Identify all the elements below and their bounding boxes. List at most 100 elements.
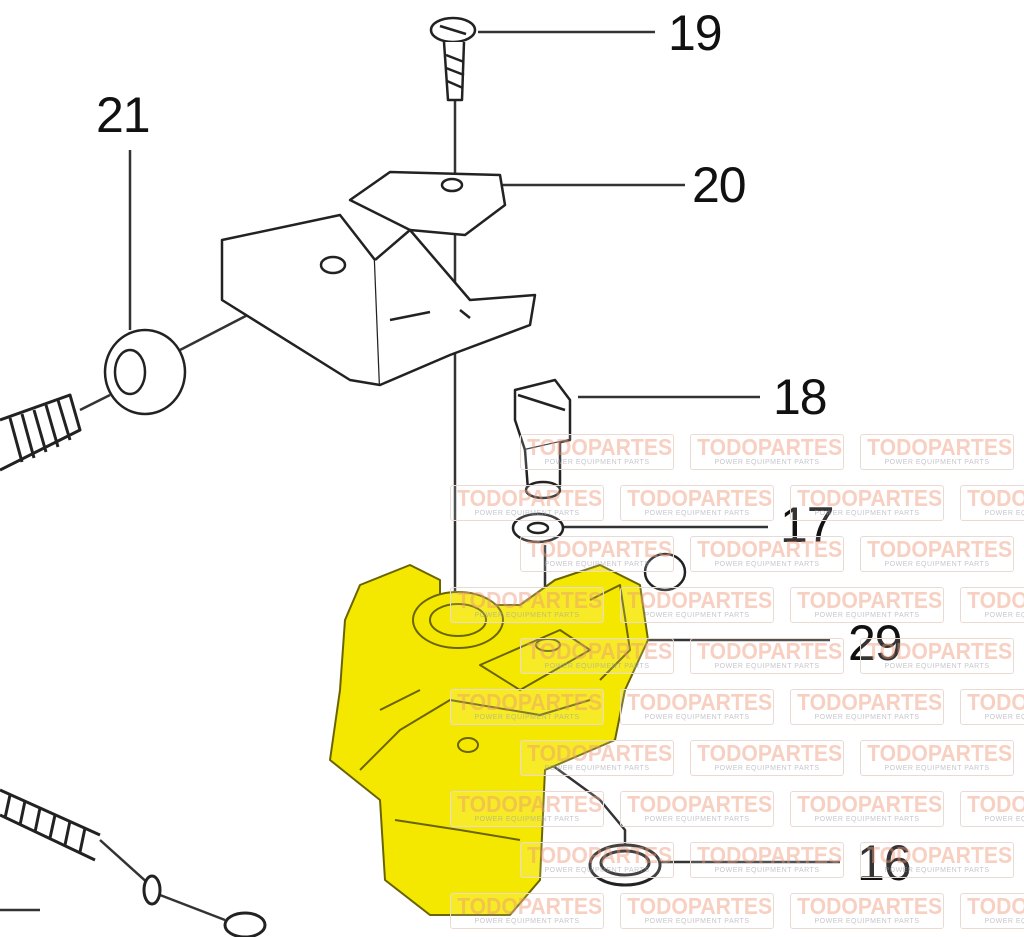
watermark-brand: TODOPARTES <box>797 587 943 613</box>
watermark-brand: TODOPARTES <box>527 740 673 766</box>
watermark-brand: TODOPARTES <box>967 587 1024 613</box>
washer-16 <box>588 843 662 887</box>
watermark-tagline: POWER EQUIPMENT PARTS <box>814 918 920 925</box>
watermark-brand: TODOPARTES <box>527 434 673 460</box>
watermark-tagline: POWER EQUIPMENT PARTS <box>474 918 580 925</box>
watermark-tagline: POWER EQUIPMENT PARTS <box>984 510 1024 517</box>
watermark-brand: TODOPARTES <box>867 740 1013 766</box>
watermark-tagline: POWER EQUIPMENT PARTS <box>714 561 820 568</box>
spring-left-bottom <box>0 788 267 937</box>
watermark-brand: TODOPARTES <box>527 842 673 868</box>
callout-18: 18 <box>773 369 828 425</box>
watermark-brand: TODOPARTES <box>457 485 603 511</box>
callout-29: 29 <box>848 615 903 671</box>
watermark-brand: TODOPARTES <box>967 791 1024 817</box>
watermark-tagline: POWER EQUIPMENT PARTS <box>644 714 750 721</box>
watermark-brand: TODOPARTES <box>697 740 843 766</box>
watermark-tagline: POWER EQUIPMENT PARTS <box>814 510 920 517</box>
watermark-brand: TODOPARTES <box>457 791 603 817</box>
watermark-tagline: POWER EQUIPMENT PARTS <box>474 510 580 517</box>
bracket-20 <box>220 170 537 387</box>
watermark-tagline: POWER EQUIPMENT PARTS <box>884 459 990 466</box>
watermark-brand: TODOPARTES <box>527 638 673 664</box>
watermark-brand: TODOPARTES <box>627 893 773 919</box>
watermark-brand: TODOPARTES <box>967 485 1024 511</box>
watermark-tagline: POWER EQUIPMENT PARTS <box>644 510 750 517</box>
spring-left-top <box>0 393 82 472</box>
watermark-tagline: POWER EQUIPMENT PARTS <box>714 765 820 772</box>
watermark-brand: TODOPARTES <box>697 434 843 460</box>
watermark-tagline: POWER EQUIPMENT PARTS <box>544 459 650 466</box>
callout-19: 19 <box>668 5 723 61</box>
watermark-brand: TODOPARTES <box>967 689 1024 715</box>
watermark-tagline: POWER EQUIPMENT PARTS <box>644 918 750 925</box>
watermark-brand: TODOPARTES <box>457 689 603 715</box>
callout-16: 16 <box>857 835 912 891</box>
watermark-brand: TODOPARTES <box>627 791 773 817</box>
watermark-tagline: POWER EQUIPMENT PARTS <box>714 867 820 874</box>
watermark-tagline: POWER EQUIPMENT PARTS <box>544 867 650 874</box>
washer-21 <box>103 328 187 416</box>
watermark-brand: TODOPARTES <box>967 893 1024 919</box>
watermark-tagline: POWER EQUIPMENT PARTS <box>714 663 820 670</box>
watermark-brand: TODOPARTES <box>867 842 1013 868</box>
watermark-tagline: POWER EQUIPMENT PARTS <box>474 714 580 721</box>
watermark-brand: TODOPARTES <box>527 536 673 562</box>
watermark-tagline: POWER EQUIPMENT PARTS <box>474 612 580 619</box>
watermark-tagline: POWER EQUIPMENT PARTS <box>984 714 1024 721</box>
watermark-tagline: POWER EQUIPMENT PARTS <box>544 765 650 772</box>
side-bolt <box>643 552 687 592</box>
watermark-tagline: POWER EQUIPMENT PARTS <box>544 561 650 568</box>
watermark-tagline: POWER EQUIPMENT PARTS <box>814 816 920 823</box>
watermark-brand: TODOPARTES <box>797 893 943 919</box>
screw-19 <box>429 16 477 102</box>
watermark-tagline: POWER EQUIPMENT PARTS <box>884 561 990 568</box>
watermark-brand: TODOPARTES <box>627 485 773 511</box>
watermark-brand: TODOPARTES <box>797 791 943 817</box>
screw-18 <box>513 378 572 500</box>
watermark-tagline: POWER EQUIPMENT PARTS <box>474 816 580 823</box>
watermark-tagline: POWER EQUIPMENT PARTS <box>884 765 990 772</box>
watermark-tagline: POWER EQUIPMENT PARTS <box>644 816 750 823</box>
watermark-brand: TODOPARTES <box>457 587 603 613</box>
watermark-brand: TODOPARTES <box>867 536 1013 562</box>
highlighted-part-housing <box>329 564 649 916</box>
watermark-tagline: POWER EQUIPMENT PARTS <box>644 612 750 619</box>
watermark-tagline: POWER EQUIPMENT PARTS <box>984 816 1024 823</box>
watermark-brand: TODOPARTES <box>697 638 843 664</box>
watermark-brand: TODOPARTES <box>697 842 843 868</box>
